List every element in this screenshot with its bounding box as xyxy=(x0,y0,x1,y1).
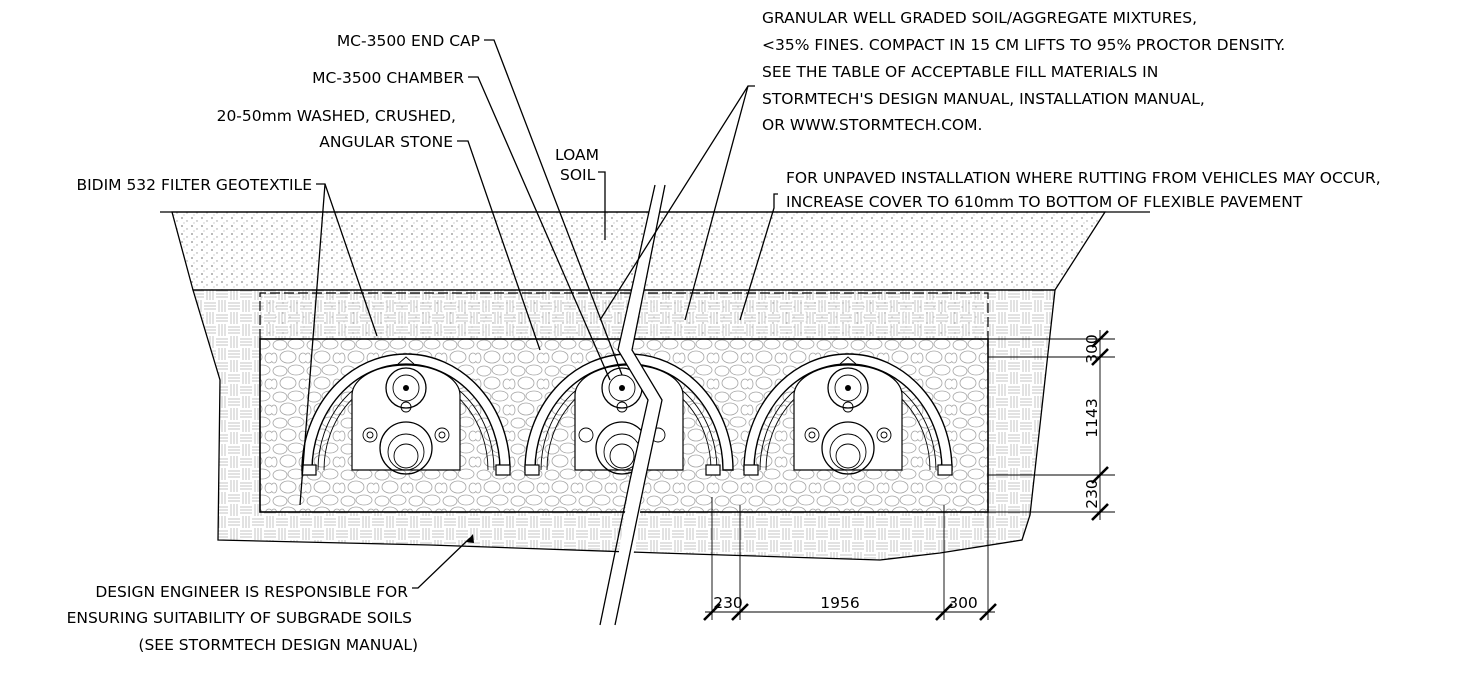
dim-chamber-height: 1143 xyxy=(1083,398,1101,437)
dim-cover-top: 300 xyxy=(1083,334,1101,364)
unpaved-label-line2: INCREASE COVER TO 610mm TO BOTTOM OF FLE… xyxy=(786,193,1303,211)
chamber-left xyxy=(301,353,511,476)
stone-label-line1: 20-50mm WASHED, CRUSHED, xyxy=(217,107,456,125)
break-line xyxy=(599,184,666,675)
dim-stone-base: 230 xyxy=(1083,479,1101,509)
stone-label-line2: ANGULAR STONE xyxy=(319,133,453,151)
loam-label-line2: SOIL xyxy=(560,166,596,184)
chamber-right xyxy=(743,353,953,476)
end-cap-label: MC-3500 END CAP xyxy=(337,32,480,50)
fill-label-line3: SEE THE TABLE OF ACCEPTABLE FILL MATERIA… xyxy=(762,63,1158,81)
leader-lines xyxy=(299,39,778,589)
geotextile-label: BIDIM 532 FILTER GEOTEXTILE xyxy=(76,176,312,194)
fill-label-line4: STORMTECH'S DESIGN MANUAL, INSTALLATION … xyxy=(762,90,1205,108)
dim-side-right: 300 xyxy=(948,594,978,612)
fill-label-line2: <35% FINES. COMPACT IN 15 CM LIFTS TO 95… xyxy=(762,36,1285,54)
dim-side-left: 230 xyxy=(713,594,743,612)
annotations: MC-3500 END CAP MC-3500 CHAMBER 20-50mm … xyxy=(67,9,1381,654)
unpaved-label-line1: FOR UNPAVED INSTALLATION WHERE RUTTING F… xyxy=(786,169,1381,187)
engineer-note-line3: (SEE STORMTECH DESIGN MANUAL) xyxy=(138,636,418,654)
dimension-lines xyxy=(703,330,1115,621)
fill-label-line1: GRANULAR WELL GRADED SOIL/AGGREGATE MIXT… xyxy=(762,9,1197,27)
engineer-note-line1: DESIGN ENGINEER IS RESPONSIBLE FOR xyxy=(95,583,408,601)
chamber-label: MC-3500 CHAMBER xyxy=(312,69,464,87)
loam-label-line1: LOAM xyxy=(555,146,599,164)
fill-layer-outline xyxy=(259,292,989,339)
fill-label-line5: OR WWW.STORMTECH.COM. xyxy=(762,116,982,134)
engineer-note-line2: ENSURING SUITABILITY OF SUBGRADE SOILS xyxy=(67,609,412,627)
dim-chamber-width: 1956 xyxy=(820,594,859,612)
